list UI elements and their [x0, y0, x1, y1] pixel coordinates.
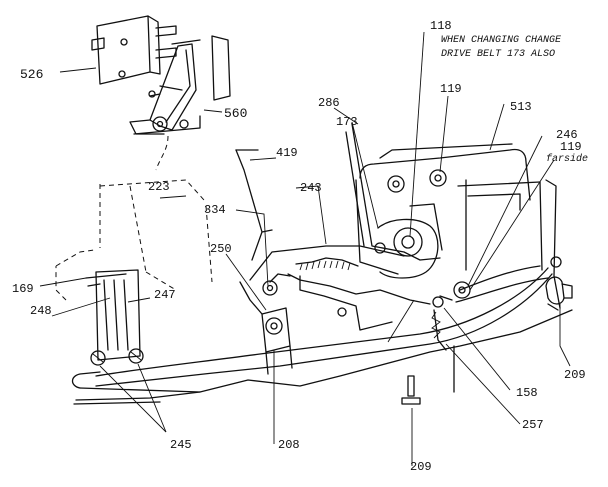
callout-labels: 526 560 118 WHEN CHANGING CHANGE DRIVE B…: [12, 19, 588, 474]
label-119: 119: [440, 82, 462, 96]
label-119-farside: 119: [560, 140, 582, 154]
label-farside: farside: [546, 153, 588, 165]
gear-plate: [235, 149, 431, 331]
motor-housing: [345, 123, 443, 279]
label-257: 257: [522, 418, 544, 432]
label-248: 248: [30, 304, 52, 318]
label-286: 286: [318, 96, 340, 110]
label-169: 169: [12, 282, 34, 296]
label-513: 513: [510, 100, 532, 114]
label-250: 250: [210, 242, 232, 256]
label-209-right: 209: [564, 368, 586, 382]
base-rods: [71, 179, 573, 405]
mounting-plate: [355, 143, 541, 275]
right-fitting: [545, 256, 573, 311]
label-245: 245: [170, 438, 192, 452]
label-208: 208: [278, 438, 300, 452]
label-334: 334: [204, 203, 226, 217]
note-line-1: WHEN CHANGING CHANGE: [441, 35, 562, 46]
bracket: [239, 281, 293, 375]
screw-209: [401, 375, 421, 405]
label-560: 560: [224, 106, 247, 121]
label-173: 173: [336, 115, 358, 129]
label-243: 243: [300, 181, 322, 195]
label-118: 118: [430, 19, 452, 33]
switch-assembly: [59, 15, 231, 171]
leader-lines: [159, 31, 571, 466]
label-223: 223: [148, 180, 170, 194]
tensioner-assembly: [39, 179, 213, 433]
note-line-2: DRIVE BELT 173 ALSO: [441, 49, 555, 60]
label-247: 247: [154, 288, 176, 302]
label-526: 526: [20, 67, 43, 82]
label-419: 419: [276, 146, 298, 160]
label-246: 246: [556, 128, 578, 142]
label-158: 158: [516, 386, 538, 400]
label-209-bottom: 209: [410, 460, 432, 474]
